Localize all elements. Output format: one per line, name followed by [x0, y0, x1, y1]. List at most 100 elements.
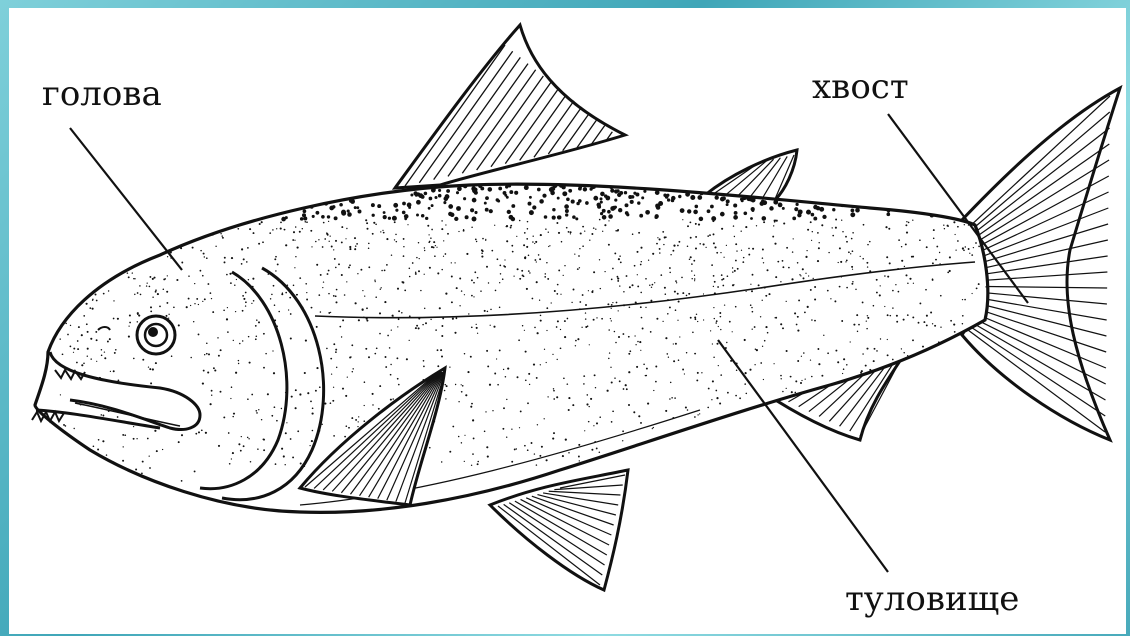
speckle [892, 307, 893, 308]
speckle [341, 211, 346, 216]
speckle [63, 424, 65, 426]
speckle [869, 369, 871, 371]
speckle [558, 215, 562, 219]
speckle [889, 466, 891, 468]
speckle [206, 257, 208, 259]
speckle [634, 265, 636, 267]
speckle [166, 302, 168, 304]
speckle [526, 288, 528, 290]
speckle [528, 255, 530, 257]
speckle [278, 311, 280, 313]
speckle [821, 184, 825, 188]
speckle [344, 436, 346, 438]
speckle [786, 247, 788, 249]
speckle [364, 381, 366, 383]
speckle [676, 180, 680, 184]
speckle [669, 306, 671, 308]
speckle [645, 278, 647, 280]
speckle [352, 179, 355, 182]
speckle [152, 368, 154, 370]
speckle [703, 319, 704, 320]
speckle [160, 214, 164, 218]
speckle [855, 208, 860, 213]
speckle [344, 179, 348, 183]
speckle [933, 185, 936, 188]
speckle [868, 178, 872, 182]
speckle [318, 294, 320, 296]
speckle [86, 268, 89, 271]
speckle [110, 371, 111, 372]
speckle [732, 271, 733, 272]
speckle [611, 320, 612, 321]
speckle [159, 202, 164, 207]
speckle [922, 186, 926, 190]
speckle [713, 275, 715, 277]
speckle [674, 397, 676, 399]
speckle [557, 320, 559, 322]
speckle [243, 258, 245, 260]
speckle [495, 290, 497, 292]
speckle [493, 326, 495, 328]
speckle [256, 319, 258, 321]
speckle [128, 325, 129, 326]
speckle [707, 209, 711, 213]
speckle [485, 179, 489, 183]
speckle [177, 209, 182, 214]
speckle [245, 301, 247, 303]
speckle [572, 178, 577, 183]
speckle [652, 284, 654, 286]
speckle [973, 247, 974, 248]
speckle [596, 422, 598, 424]
speckle [582, 226, 584, 228]
speckle [384, 270, 386, 272]
speckle [595, 229, 596, 230]
speckle [95, 267, 98, 270]
speckle [950, 320, 952, 322]
speckle [673, 343, 674, 344]
speckle [327, 179, 332, 184]
speckle [732, 284, 734, 286]
speckle [977, 186, 982, 191]
speckle [470, 208, 474, 212]
speckle [975, 187, 980, 192]
speckle [471, 403, 473, 405]
speckle [843, 185, 846, 188]
speckle [691, 278, 692, 279]
speckle [207, 193, 210, 196]
speckle [686, 352, 687, 353]
speckle [150, 382, 152, 384]
speckle [685, 406, 687, 408]
speckle [578, 180, 582, 184]
speckle [671, 397, 673, 399]
speckle [898, 291, 900, 293]
speckle [837, 361, 839, 363]
speckle [134, 294, 135, 295]
speckle [527, 402, 529, 404]
speckle [430, 319, 431, 320]
speckle [121, 228, 124, 231]
speckle [926, 324, 928, 326]
speckle [689, 259, 691, 261]
speckle [207, 371, 209, 373]
speckle [616, 180, 619, 183]
pelvic-fin [490, 470, 628, 590]
speckle [586, 403, 588, 405]
speckle [87, 331, 89, 333]
speckle [358, 210, 362, 214]
speckle [795, 203, 798, 206]
speckle [355, 419, 357, 421]
speckle [697, 195, 702, 200]
speckle [194, 283, 195, 284]
speckle [60, 452, 61, 453]
speckle [316, 326, 318, 328]
speckle [840, 183, 843, 186]
speckle [458, 231, 459, 232]
speckle [612, 268, 614, 270]
speckle [220, 233, 221, 234]
speckle [545, 228, 547, 230]
speckle [552, 438, 554, 440]
speckle [718, 365, 719, 366]
speckle [529, 196, 532, 199]
speckle [733, 203, 737, 207]
speckle [212, 234, 214, 236]
